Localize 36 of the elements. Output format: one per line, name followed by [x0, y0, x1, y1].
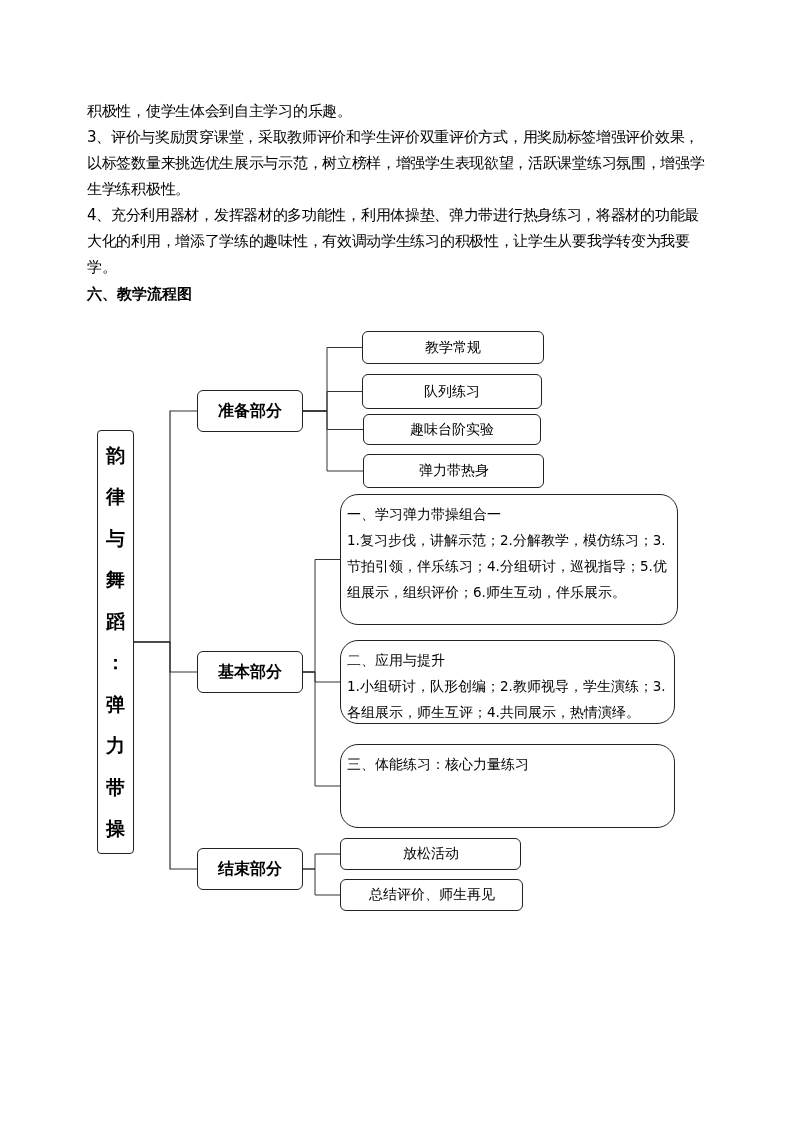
box-label: 教学常规 [425, 338, 481, 357]
box-label: 准备部分 [218, 400, 282, 422]
process-box [362, 331, 544, 364]
box-heading: 三、体能练习：核心力量练习 [347, 755, 530, 774]
box-heading: 二、应用与提升 [347, 651, 446, 670]
process-box [340, 838, 521, 870]
process-box [363, 414, 541, 445]
topic-box [97, 430, 134, 854]
box-label: 基本部分 [218, 661, 282, 683]
box-heading: 一、学习弹力带操组合一 [347, 505, 502, 524]
connector-line [302, 410, 364, 472]
process-box [340, 879, 523, 911]
box-label: 结束部分 [218, 858, 282, 880]
content-box [340, 640, 675, 724]
box-label: 弹力带热身 [418, 462, 489, 480]
box-text: 1.小组研讨，队形创编；2.教师视导，学生演练；3.各组展示，师生互评；4.共同展示，热情演绎。 [347, 677, 666, 722]
process-box [363, 454, 544, 488]
connector-line [302, 671, 341, 787]
vertical-title: 韵律与舞蹈：弹力带操 [105, 442, 126, 841]
paragraph: 4、充分利用器材，发挥器材的多功能性，利用体操垫、弹力带进行热身练习，将器材的功能最大化的利用，增添了学练的趣味性，有效调动学生练习的积极性，让学生从要我学转变为我要学。 [87, 205, 700, 278]
section-heading: 六、教学流程图 [87, 284, 192, 305]
paragraph: 3、评价与奖励贯穿课堂，采取教师评价和学生评价双重评价方式，用奖励标签增强评价效果，以标签数量来挑选优生展示与示范，树立榜样，增强学生表现欲望，活跃课堂练习氛围，增强学生学练积极性。 [87, 127, 706, 200]
box-text: 1.复习步伐，讲解示范；2.分解教学，模仿练习；3.节拍引领，伴乐练习；4.分组研讨，巡视指导；5.优组展示，组织评价；6.师生互动，伴乐展示。 [347, 531, 668, 602]
box-label: 趣味台阶实验 [410, 420, 494, 439]
box-label: 放松活动 [402, 845, 459, 863]
process-box [197, 390, 303, 432]
content-box [340, 494, 678, 625]
process-box [362, 374, 542, 409]
paragraph: 积极性，使学生体会到自主学习的乐趣。 [87, 101, 353, 122]
box-label: 队列练习 [424, 382, 480, 401]
process-box [197, 651, 303, 693]
box-label: 总结评价、师生再见 [368, 886, 495, 904]
content-box [340, 744, 675, 828]
connector-line [133, 641, 198, 870]
connector-line [302, 868, 341, 896]
process-box [197, 848, 303, 890]
